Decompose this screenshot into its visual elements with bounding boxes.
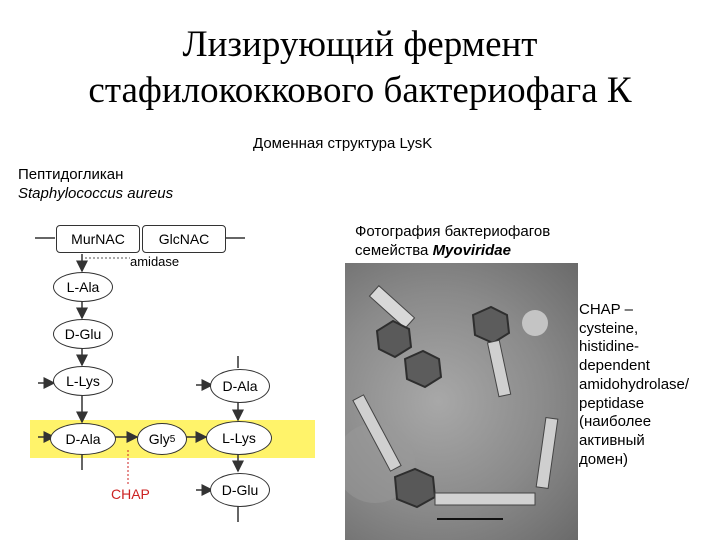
node-d-ala: D-Ala <box>50 423 116 455</box>
amidase-label: amidase <box>130 252 179 271</box>
chap-desc-line: (наиболее <box>579 413 689 432</box>
gly-label: Gly <box>149 431 170 447</box>
node-glcnac: GlcNAC <box>142 225 226 253</box>
chap-desc-line: CHAP – <box>579 301 689 320</box>
phage-micrograph <box>345 263 578 540</box>
chap-desc-line: cysteine, <box>579 320 689 339</box>
chap-desc-line: dependent <box>579 357 689 376</box>
chap-desc-line: домен) <box>579 451 689 470</box>
chap-desc-line: активный <box>579 432 689 451</box>
node-murnac: MurNAC <box>56 225 140 253</box>
node-l-ala: L-Ala <box>53 272 113 302</box>
chap-desc-line: histidine- <box>579 338 689 357</box>
phage-micrograph-drawing <box>345 263 578 540</box>
gly-subscript: 5 <box>170 434 176 445</box>
chap-desc-line: peptidase <box>579 395 689 414</box>
node-d-glu-right: D-Glu <box>210 473 270 507</box>
chap-cleavage-label: CHAP <box>111 485 150 504</box>
node-d-ala-right: D-Ala <box>210 369 270 403</box>
node-l-lys: L-Lys <box>53 366 113 396</box>
node-l-lys-right: L-Lys <box>206 421 272 455</box>
chap-desc-line: amidohydrolase/ <box>579 376 689 395</box>
node-d-glu: D-Glu <box>53 319 113 349</box>
chap-description: CHAP – cysteine, histidine- dependent am… <box>579 301 689 469</box>
